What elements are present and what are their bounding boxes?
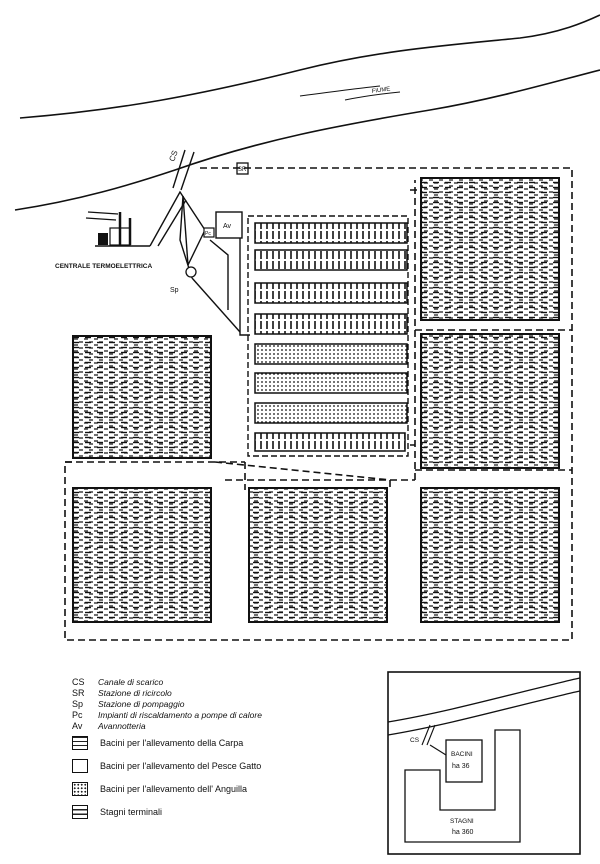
legend-text: Impianti di riscaldamento a pompe di cal… — [98, 709, 262, 720]
inset-cs-label: CS — [410, 737, 420, 744]
basin-group-left — [72, 335, 212, 623]
legend-text: Stazione di pompaggio — [98, 698, 185, 709]
legend-text: Stagni terminali — [100, 806, 163, 817]
discharge-channel: CS — [167, 149, 195, 191]
basin-group-right — [420, 177, 560, 623]
sp-label: Sp — [170, 287, 179, 294]
pond-anguilla — [254, 372, 408, 394]
legend-text: Stazione di ricircolo — [98, 687, 172, 698]
sp-station — [185, 266, 197, 278]
legend-code-row: Av Avannotteria — [72, 720, 362, 731]
inset-map: CS BACINI ha 36 STAGNI ha 360 — [387, 671, 581, 855]
legend-symbol-row: Bacini per l'allevamento dell' Anguilla — [72, 777, 362, 800]
inset-bacini-label: BACINI — [451, 751, 473, 758]
legend-code-row: CS Canale di scarico — [72, 676, 362, 687]
pond-gatto — [254, 282, 408, 304]
pond-terminali — [254, 432, 406, 452]
av-label: Av — [223, 223, 232, 230]
stations: SR Av Pc Sp — [170, 162, 249, 294]
inset-stagni-area: ha 360 — [452, 829, 474, 836]
legend-text: Bacini per l'allevamento della Carpa — [100, 737, 244, 748]
legend: CS Canale di scarico SR Stazione di rici… — [72, 676, 362, 823]
centrale-label: CENTRALE TERMOELETTRICA — [55, 263, 152, 270]
legend-text: Bacini per l'allevamento dell' Anguilla — [100, 783, 248, 794]
pond-gatto — [254, 249, 408, 271]
legend-code-row: SR Stazione di ricircolo — [72, 687, 362, 698]
power-plant: CENTRALE TERMOELETTRICA — [55, 211, 152, 270]
pc-station — [203, 227, 215, 238]
pond-gatto — [254, 313, 408, 335]
cs-label: CS — [167, 149, 179, 163]
return-network — [64, 167, 573, 641]
legend-text: Avannotteria — [98, 720, 146, 731]
av-station — [215, 211, 243, 239]
legend-code: CS — [72, 676, 85, 687]
supply-pipes — [149, 190, 250, 336]
inset-stagni-label: STAGNI — [450, 818, 474, 825]
pc-label: Pc — [205, 231, 211, 237]
legend-symbol-row: Bacini per l'allevamento della Carpa — [72, 731, 362, 754]
pond-anguilla — [254, 343, 408, 365]
inset-bacini-area: ha 36 — [452, 763, 470, 770]
legend-code: SR — [72, 687, 85, 698]
anguilla-swatch-icon — [72, 781, 88, 796]
legend-code: Pc — [72, 709, 83, 720]
gatto-swatch-icon — [72, 758, 88, 773]
legend-text: Canale di scarico — [98, 676, 164, 687]
terminali-swatch-icon — [72, 804, 88, 819]
legend-code-row: Pc Impianti di riscaldamento a pompe di … — [72, 709, 362, 720]
legend-code: Av — [72, 720, 83, 731]
pond-gatto — [254, 222, 408, 244]
central-ponds — [247, 215, 409, 457]
legend-text: Bacini per l'allevamento del Pesce Gatto — [100, 760, 262, 771]
sr-label: SR — [238, 167, 247, 173]
legend-code-row: Sp Stazione di pompaggio — [72, 698, 362, 709]
pond-anguilla — [254, 402, 408, 424]
carpa-swatch-icon — [72, 735, 88, 750]
legend-symbol-row: Stagni terminali — [72, 800, 362, 823]
river: FIUME — [14, 14, 600, 211]
basin-group-center — [248, 487, 388, 623]
legend-symbol-row: Bacini per l'allevamento del Pesce Gatto — [72, 754, 362, 777]
river-label: FIUME — [371, 86, 390, 95]
legend-code: Sp — [72, 698, 84, 709]
